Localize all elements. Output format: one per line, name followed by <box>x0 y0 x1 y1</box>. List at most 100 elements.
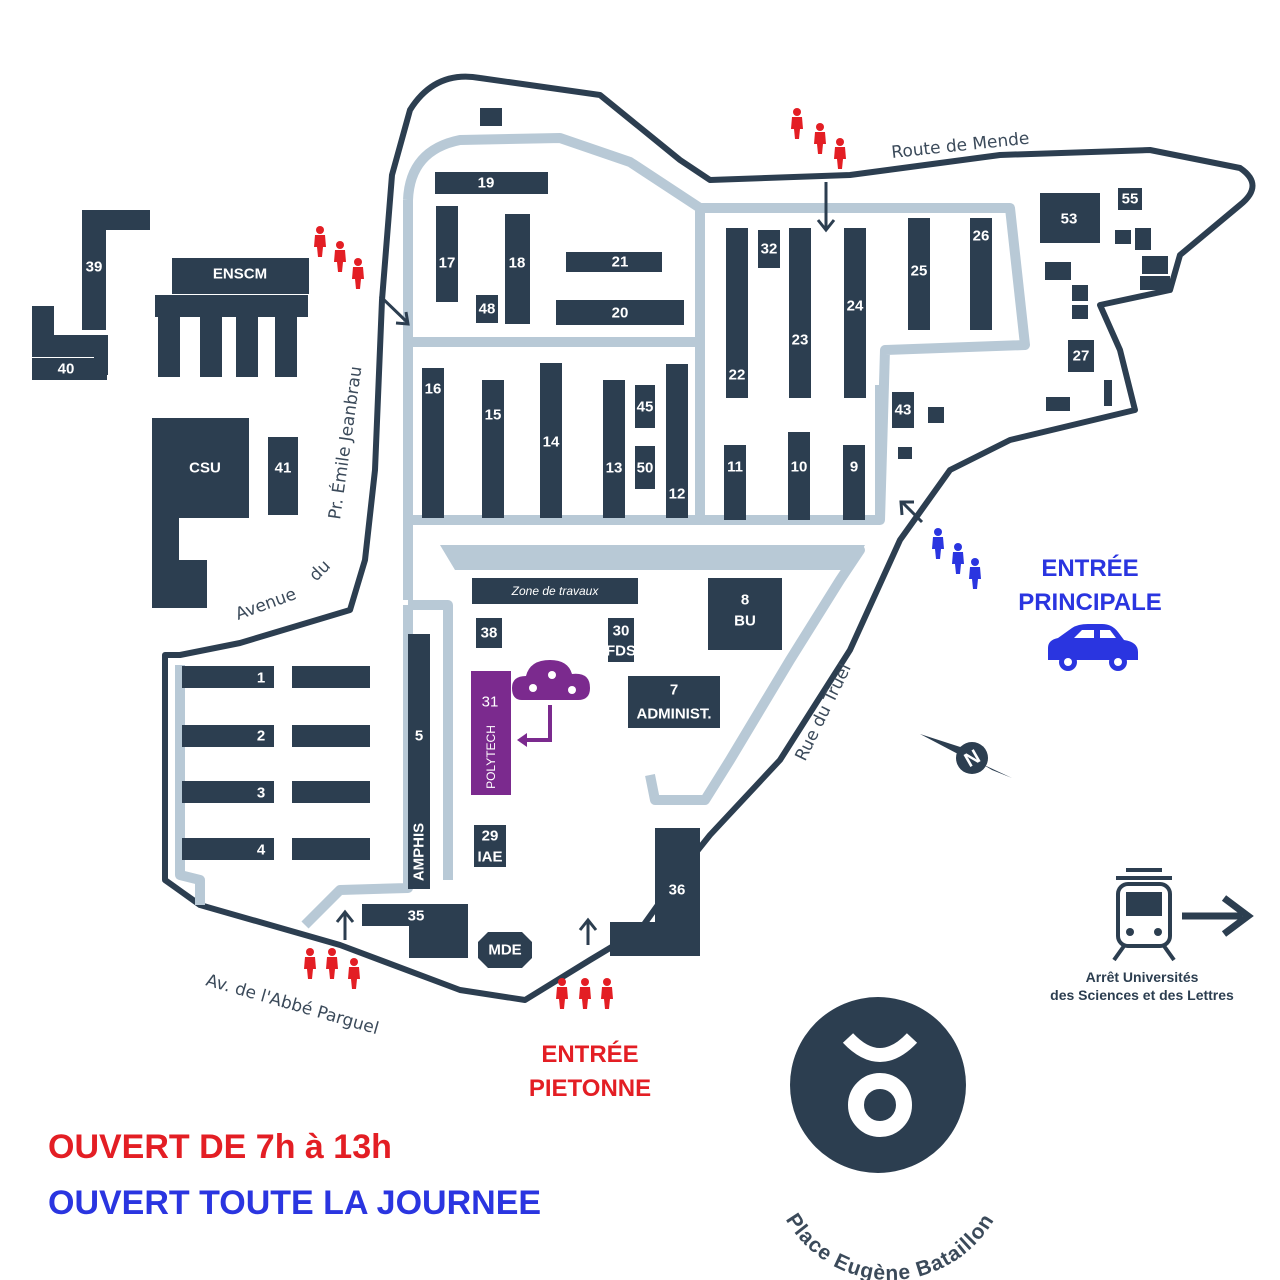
label-enscm: ENSCM <box>213 266 267 283</box>
label-7: 7 <box>670 682 678 699</box>
building-17 <box>436 206 458 302</box>
label-30: 30 <box>613 623 630 640</box>
tram-icon <box>1112 868 1176 962</box>
building-labels: 39 40 ENSCM CSU 41 19 17 18 48 21 20 16 … <box>58 175 1139 959</box>
building-55 <box>1118 188 1142 210</box>
building-40 <box>32 358 107 380</box>
label-polytech: POLYTECH <box>484 725 498 789</box>
street-jeanbrau: Pr. Émile Jeanbrau <box>323 365 366 521</box>
building-29 <box>474 825 506 867</box>
north-compass-icon: N <box>920 734 1012 778</box>
label-5: 5 <box>415 728 423 745</box>
building-12 <box>666 364 688 518</box>
label-40: 40 <box>58 361 75 378</box>
label-amphis: AMPHIS <box>411 823 428 881</box>
label-1: 1 <box>257 670 265 687</box>
label-19: 19 <box>478 175 495 192</box>
building-50 <box>635 446 655 489</box>
zone-de-travaux <box>472 578 638 604</box>
building-32 <box>758 230 780 268</box>
label-25: 25 <box>911 263 928 280</box>
buildings-layer <box>32 108 1170 968</box>
building-enscm <box>172 258 309 294</box>
building-7 <box>628 676 720 728</box>
label-31: 31 <box>482 694 499 711</box>
place-eugene-bataillon-label: Place Eugène Bataillon <box>781 1209 999 1280</box>
building-20 <box>556 300 684 325</box>
building-4 <box>182 838 274 860</box>
label-35: 35 <box>408 908 425 925</box>
label-20: 20 <box>612 305 629 322</box>
car-icon <box>1048 624 1138 671</box>
label-39: 39 <box>86 259 103 276</box>
label-4: 4 <box>257 842 266 859</box>
label-53: 53 <box>1061 211 1078 228</box>
building-45 <box>635 385 655 428</box>
label-zone-de-travaux: Zone de travaux <box>511 584 600 598</box>
label-50: 50 <box>637 460 654 477</box>
pedestrian-entrance-label: ENTRÉE PIETONNE <box>490 1038 690 1106</box>
label-csu: CSU <box>189 460 221 477</box>
label-17: 17 <box>439 255 456 272</box>
main-entrance-line2: PRINCIPALE <box>1018 589 1162 616</box>
building-csu <box>152 418 249 518</box>
label-18: 18 <box>509 255 526 272</box>
building-8 <box>708 578 782 650</box>
building-9 <box>843 445 865 520</box>
label-29: 29 <box>482 828 499 845</box>
pedestrian-group-blue-icon <box>932 528 981 589</box>
label-9: 9 <box>850 459 858 476</box>
label-48: 48 <box>479 301 496 318</box>
label-21: 21 <box>612 254 629 271</box>
label-22: 22 <box>729 367 746 384</box>
pedestrian-group-red-2-icon <box>314 226 364 289</box>
label-24: 24 <box>847 298 864 315</box>
polytech-logo-icon <box>512 660 590 747</box>
pedestrian-group-red-4-icon <box>556 978 613 1009</box>
building-22 <box>726 228 748 398</box>
building-3 <box>182 781 274 803</box>
building-10 <box>788 432 810 520</box>
building-25 <box>908 218 930 330</box>
building-23 <box>789 228 811 398</box>
building-mde <box>478 932 532 968</box>
label-11: 11 <box>727 459 743 476</box>
building-5 <box>408 634 430 889</box>
pedestrian-entrance-line1: ENTRÉE <box>541 1041 639 1068</box>
label-12: 12 <box>669 486 686 503</box>
label-30-sub: FDS <box>606 643 636 660</box>
label-38: 38 <box>481 625 498 642</box>
label-16: 16 <box>425 381 442 398</box>
label-36: 36 <box>669 882 686 899</box>
central-plaza-strip <box>440 545 865 570</box>
pedestrian-entrance-line2: PIETONNE <box>528 1075 652 1102</box>
label-15: 15 <box>485 407 502 424</box>
label-13: 13 <box>606 460 623 477</box>
label-8: 8 <box>741 592 749 609</box>
building-31-polytech <box>471 671 511 795</box>
label-45: 45 <box>637 399 654 416</box>
arrow-right-icon <box>1182 895 1254 937</box>
label-2: 2 <box>257 728 265 745</box>
label-mde: MDE <box>488 942 521 959</box>
building-15 <box>482 380 504 518</box>
building-27 <box>1068 340 1094 372</box>
label-27: 27 <box>1073 348 1090 365</box>
building-2 <box>182 725 274 747</box>
label-32: 32 <box>761 241 778 258</box>
building-24 <box>844 228 866 398</box>
building-38 <box>476 618 502 648</box>
label-26: 26 <box>973 228 990 245</box>
main-entrance-line1: ENTRÉE <box>1041 555 1139 582</box>
building-26 <box>970 218 992 330</box>
building-11 <box>724 445 746 520</box>
tram-stop-line1: Arrêt Universités <box>1086 969 1199 985</box>
building-43 <box>892 392 914 428</box>
building-16 <box>422 368 444 518</box>
building-1 <box>182 666 274 688</box>
building-13 <box>603 380 625 518</box>
place-bataillon-symbol-icon <box>842 1033 918 1137</box>
building-41 <box>268 437 298 515</box>
